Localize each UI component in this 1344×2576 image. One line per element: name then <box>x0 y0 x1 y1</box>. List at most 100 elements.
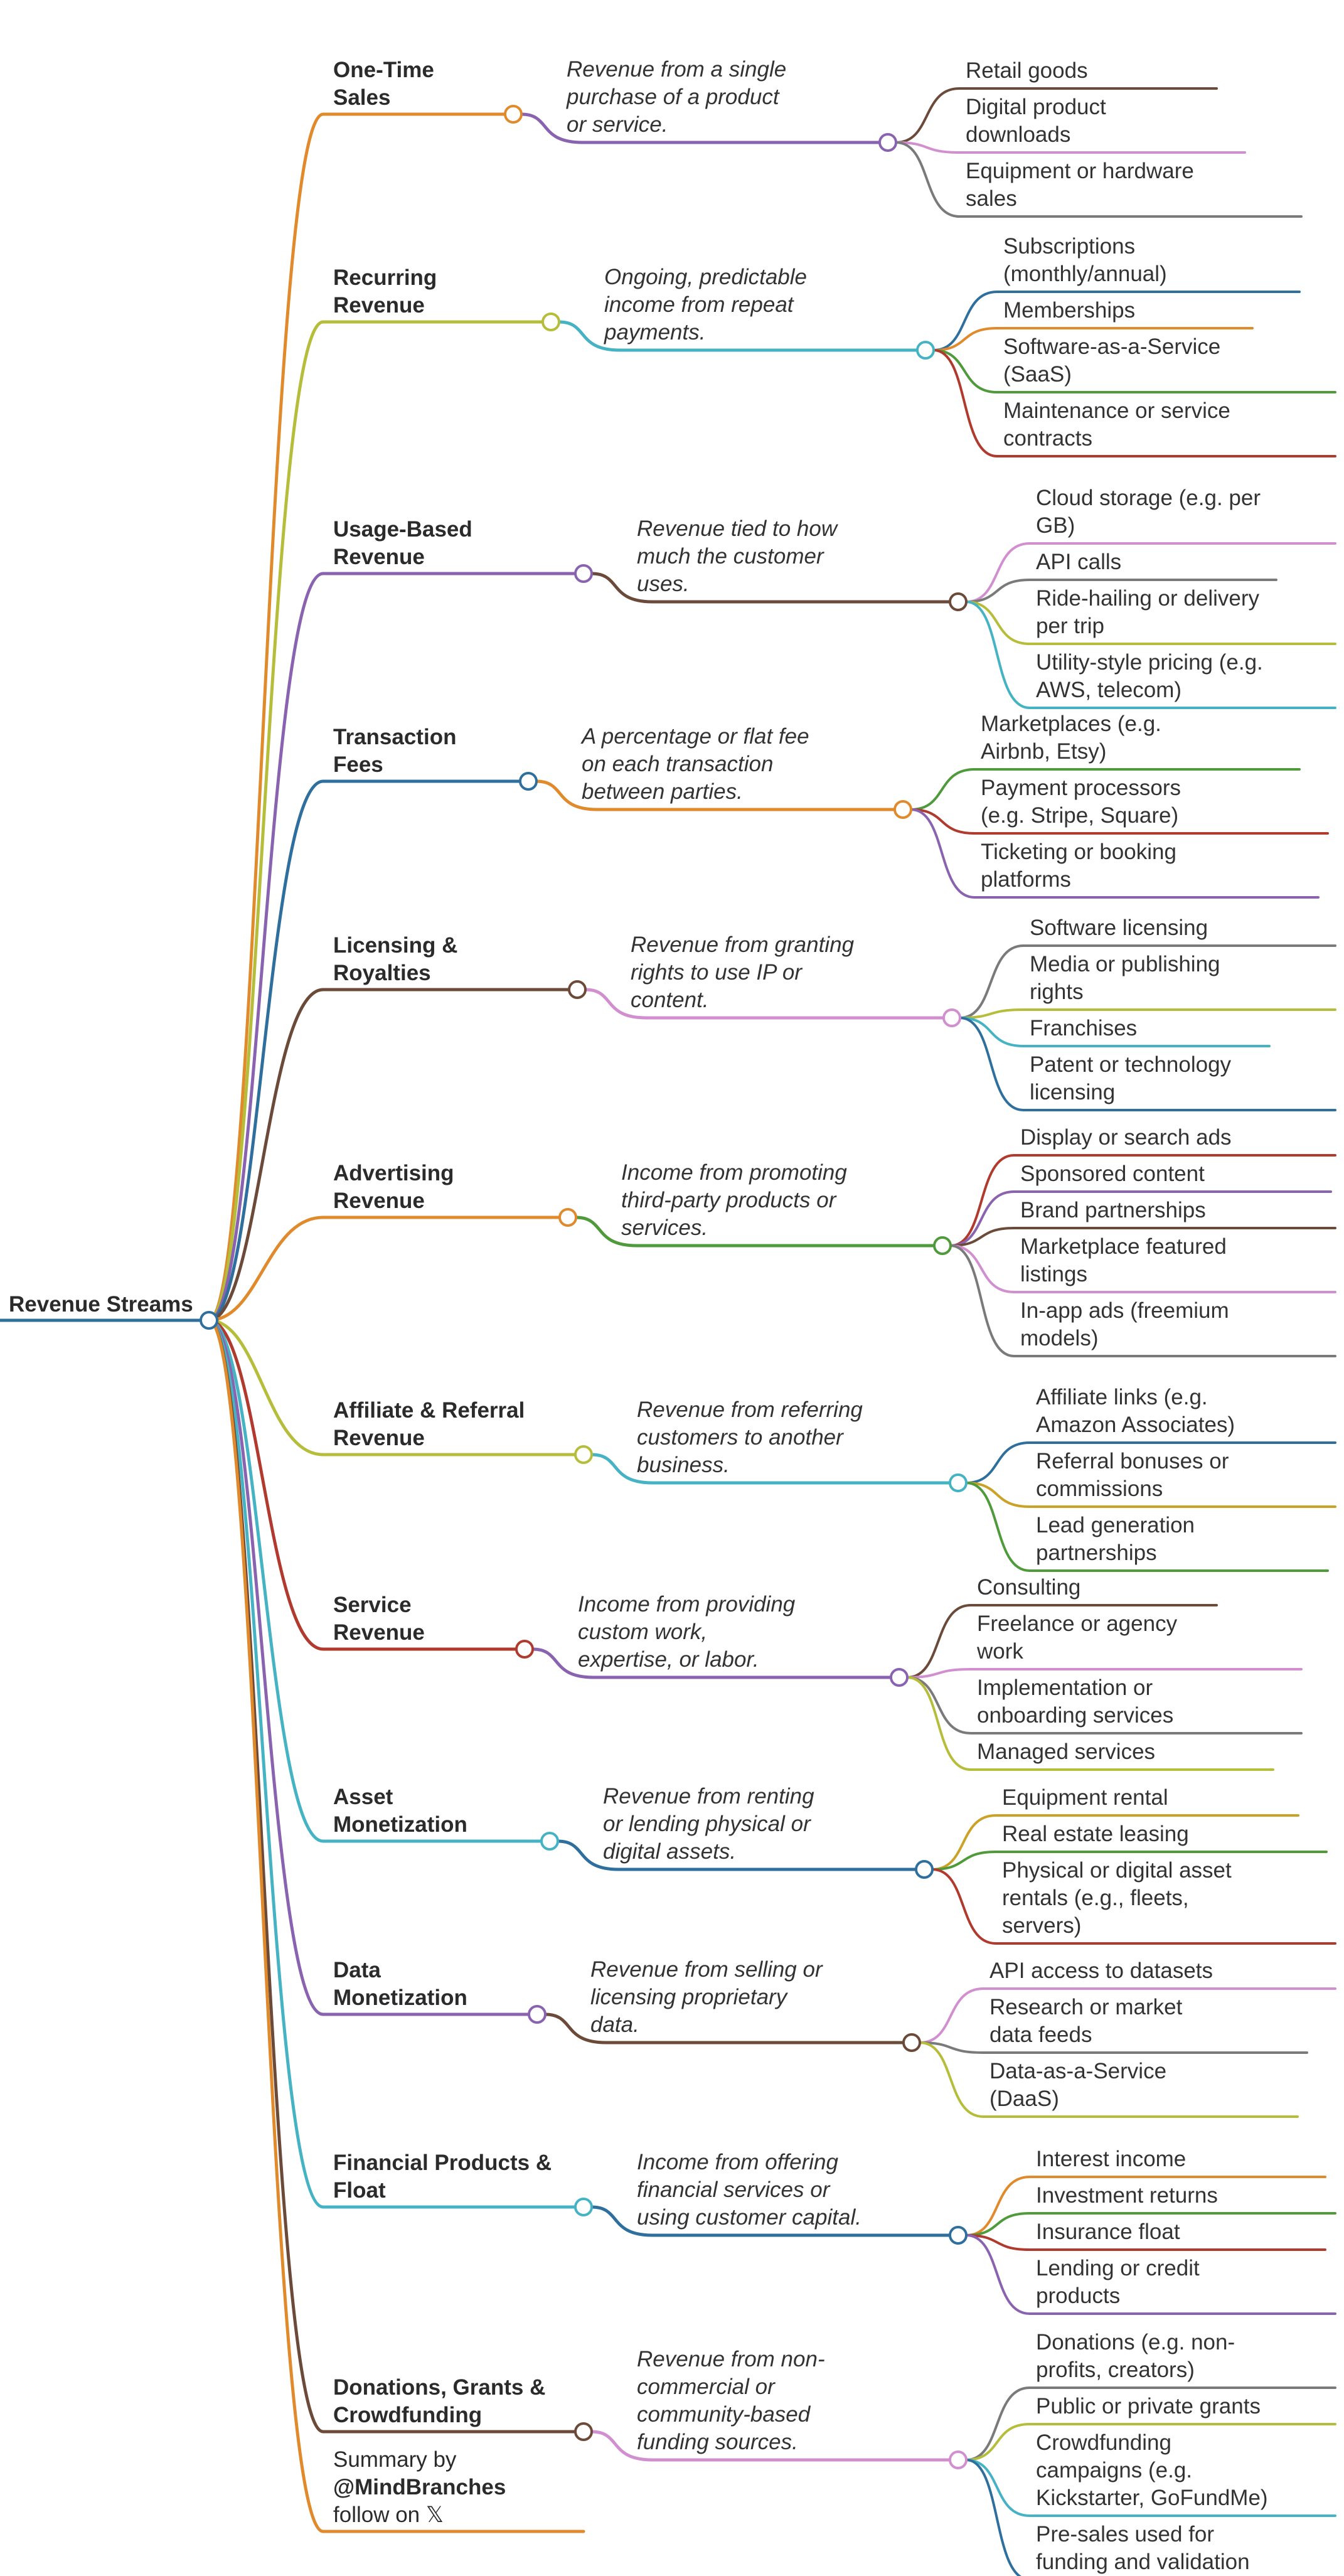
branch-description-line: Ongoing, predictable <box>604 265 807 289</box>
branch-node[interactable] <box>540 1832 559 1851</box>
description-node[interactable] <box>878 133 897 152</box>
description-node[interactable] <box>902 2033 921 2052</box>
leaf-item: Consulting <box>977 1574 1080 1601</box>
leaf-item-line: Crowdfunding <box>1036 2430 1171 2455</box>
branch-label[interactable]: Licensing & Royalties <box>333 933 458 985</box>
leaf-item-line: (SaaS) <box>1003 362 1072 387</box>
description-node[interactable] <box>949 2226 968 2245</box>
leaf-connector <box>949 1227 1336 1247</box>
description-node[interactable] <box>949 592 968 611</box>
leaf-item: Utility-style pricing (e.g.AWS, telecom) <box>1036 649 1263 704</box>
leaf-connector <box>895 141 1303 218</box>
branch-label[interactable]: Donations, Grants & Crowdfunding <box>333 2375 546 2427</box>
branch-node[interactable] <box>558 1208 577 1227</box>
branch-label[interactable]: Financial Products & Float <box>333 2151 552 2203</box>
leaf-item-line: (e.g. Stripe, Square) <box>981 803 1179 828</box>
leaf-item: Memberships <box>1003 297 1135 324</box>
branch-node[interactable] <box>519 772 538 791</box>
branch-node[interactable] <box>504 105 523 124</box>
description-node[interactable] <box>916 341 935 360</box>
leaf-item: Lending or credit products <box>1036 2255 1200 2310</box>
branch-label[interactable]: Asset Monetization <box>333 1785 467 1837</box>
leaf-connector <box>906 1676 1274 1771</box>
leaf-item-line: Investment returns <box>1036 2183 1218 2208</box>
branch-description-line: commercial or <box>637 2375 775 2399</box>
leaf-item-line: Digital product <box>966 95 1106 119</box>
leaf-connector <box>965 2234 1326 2251</box>
branch-node[interactable] <box>574 564 593 583</box>
description-node[interactable] <box>942 1008 961 1027</box>
branch-node[interactable] <box>568 980 587 999</box>
leaf-item-line: Lending or credit <box>1036 2256 1200 2280</box>
description-connector <box>535 779 897 811</box>
branch-node[interactable] <box>574 2422 593 2441</box>
branch-description-line: services. <box>621 1216 708 1240</box>
branch-description-line: financial services or <box>637 2178 830 2202</box>
leaf-item-line: Physical or digital asset <box>1002 1858 1232 1883</box>
branch-connector <box>207 1318 325 2209</box>
leaf-connector <box>949 1244 1336 1357</box>
branch-label[interactable]: Transaction Fees <box>333 725 457 777</box>
branch-description-line: A percentage or flat fee <box>582 724 809 749</box>
leaf-item-line: products <box>1036 2284 1121 2308</box>
branch-description-line: purchase of a product <box>567 85 779 109</box>
branch-label[interactable]: Data Monetization <box>333 1958 467 2010</box>
branch-description-line: Revenue from renting <box>603 1784 814 1809</box>
leaf-item-line: (DaaS) <box>989 2087 1059 2111</box>
description-node[interactable] <box>893 800 912 819</box>
leaf-connector <box>965 1441 1336 1484</box>
footer-follow-text[interactable]: follow on 𝕏 <box>333 2503 444 2527</box>
branch-connector <box>207 1318 325 1456</box>
leaf-item: Retail goods <box>966 57 1088 85</box>
branch-description-line: expertise, or labor. <box>578 1647 759 1672</box>
description-node[interactable] <box>949 2450 968 2469</box>
footer-handle[interactable]: @MindBranches <box>333 2475 506 2499</box>
footer-connector <box>207 1318 585 2533</box>
branch-node[interactable] <box>515 1640 534 1659</box>
leaf-connector <box>949 1244 1336 1293</box>
leaf-item-line: In-app ads (freemium <box>1020 1298 1229 1323</box>
branch-connector <box>207 1318 325 1651</box>
branch-label[interactable]: One-Time Sales <box>333 58 434 110</box>
leaf-connector <box>965 542 1336 603</box>
leaf-item-line: Utility-style pricing (e.g. <box>1036 650 1263 675</box>
leaf-connector <box>932 327 1254 351</box>
branch-node[interactable] <box>574 1445 593 1464</box>
leaf-connector <box>906 1604 1218 1679</box>
leaf-item-line: Cloud storage (e.g. per <box>1036 486 1261 510</box>
root-node[interactable] <box>200 1311 218 1330</box>
branch-node[interactable] <box>541 313 560 331</box>
leaf-connector <box>965 601 1336 645</box>
branch-label[interactable]: Service Revenue <box>333 1593 425 1645</box>
branch-label[interactable]: Advertising Revenue <box>333 1161 454 1213</box>
leaf-connector <box>965 2423 1336 2461</box>
branch-label[interactable]: Affiliate & Referral Revenue <box>333 1398 525 1450</box>
leaf-item-line: Memberships <box>1003 298 1136 323</box>
leaf-item-line: Ride-hailing or delivery <box>1036 586 1259 611</box>
branch-label[interactable]: Recurring Revenue <box>333 265 437 318</box>
description-connector <box>531 1647 893 1679</box>
branch-label[interactable]: Usage-Based Revenue <box>333 517 472 569</box>
leaf-item: Franchises <box>1030 1015 1137 1042</box>
description-node[interactable] <box>949 1473 968 1492</box>
description-node[interactable] <box>915 1860 934 1879</box>
branch-node[interactable] <box>574 2198 593 2216</box>
branch-connector <box>207 1216 325 1322</box>
leaf-item-line: Patent or technology <box>1030 1052 1232 1077</box>
branch-node[interactable] <box>528 2005 547 2024</box>
description-node[interactable] <box>890 1668 909 1687</box>
description-node[interactable] <box>933 1236 952 1255</box>
root-node-label[interactable]: Revenue Streams <box>9 1292 193 1317</box>
leaf-item-line: data feeds <box>989 2023 1092 2047</box>
branch-connector <box>207 112 325 1322</box>
leaf-connector <box>959 1008 1336 1019</box>
footer-credit: Summary by @MindBranches follow on 𝕏 <box>333 2446 506 2529</box>
leaf-item-line: Interest income <box>1036 2147 1187 2171</box>
leaf-item-line: Research or market <box>989 1995 1183 2019</box>
branch-description-line: content. <box>631 988 709 1012</box>
leaf-item-line: servers) <box>1002 1913 1082 1938</box>
